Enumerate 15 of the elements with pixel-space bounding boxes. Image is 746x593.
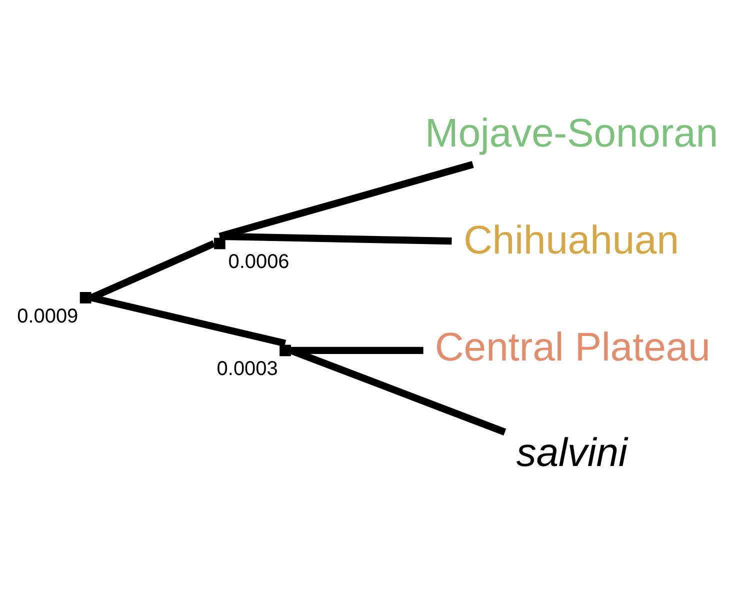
node-label: 0.0009 bbox=[17, 304, 78, 327]
node-text: salvini bbox=[516, 430, 628, 474]
node-point bbox=[280, 344, 291, 356]
connector bbox=[290, 346, 424, 354]
connector bbox=[90, 294, 286, 346]
node-point bbox=[214, 237, 226, 249]
node-text: Chihuahuan bbox=[464, 218, 679, 262]
node-text: Mojave-Sonoran bbox=[425, 110, 718, 155]
node-label: 0.0003 bbox=[216, 358, 278, 380]
connector bbox=[220, 232, 452, 244]
node-label: 0.0006 bbox=[228, 250, 290, 273]
node-text: Central Plateau bbox=[435, 324, 710, 369]
connector bbox=[290, 346, 506, 435]
connector bbox=[90, 240, 216, 300]
node-point bbox=[80, 292, 92, 303]
